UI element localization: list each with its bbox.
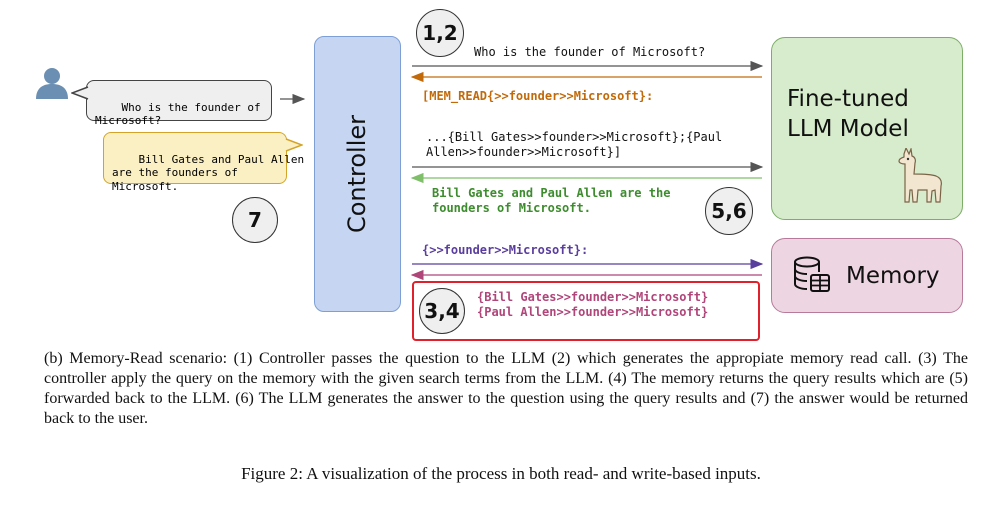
- context-to-llm-text: ...{Bill Gates>>founder>>Microsoft};{Pau…: [426, 130, 723, 159]
- memory-results-text: {Bill Gates>>founder>>Microsoft} {Paul A…: [477, 290, 709, 319]
- user-icon: [36, 68, 68, 99]
- answer-bubble-tail: [285, 138, 303, 152]
- step-34-marker: 3,4: [419, 288, 465, 334]
- arrows-layer: [280, 60, 764, 281]
- step-7-label: 7: [248, 208, 262, 232]
- user-question-bubble: Who is the founder of Microsoft?: [86, 80, 272, 127]
- memory-results-highlight: [412, 281, 760, 341]
- memory-box: [771, 238, 963, 313]
- answer-bubble-text: Bill Gates and Paul Allen are the founde…: [112, 152, 305, 193]
- llama-icon: [898, 148, 942, 203]
- llm-label: Fine-tuned LLM Model: [787, 86, 909, 142]
- memory-query-text: {>>founder>>Microsoft}:: [422, 243, 589, 257]
- answer-bubble: Bill Gates and Paul Allen are the founde…: [103, 132, 304, 193]
- memory-read-diagram: Who is the founder of Microsoft? Bill Ga…: [36, 9, 963, 341]
- figure-caption: Figure 2: A visualization of the process…: [241, 464, 761, 483]
- subcaption: (b) Memory-Read scenario: (1) Controller…: [44, 350, 968, 427]
- database-icon: [794, 256, 830, 292]
- controller-box: [314, 36, 401, 312]
- controller-label-wrap: Controller: [314, 36, 401, 312]
- step-34-label: 3,4: [424, 299, 460, 323]
- step-56-label: 5,6: [711, 199, 747, 223]
- step-56-marker: 5,6: [705, 187, 753, 235]
- user-bubble-tail: [71, 86, 89, 100]
- step-12-label: 1,2: [422, 21, 458, 45]
- step-12-marker: 1,2: [416, 9, 464, 57]
- step-7-marker: 7: [232, 197, 278, 243]
- mem-read-call-text: [MEM_READ{>>founder>>Microsoft}:: [422, 89, 654, 103]
- question-to-llm-text: Who is the founder of Microsoft?: [474, 45, 706, 59]
- memory-label: Memory: [846, 263, 940, 289]
- llm-answer-text: Bill Gates and Paul Allen are the founde…: [432, 186, 671, 215]
- user-question-text: Who is the founder of Microsoft?: [95, 100, 261, 128]
- controller-label: Controller: [343, 114, 372, 234]
